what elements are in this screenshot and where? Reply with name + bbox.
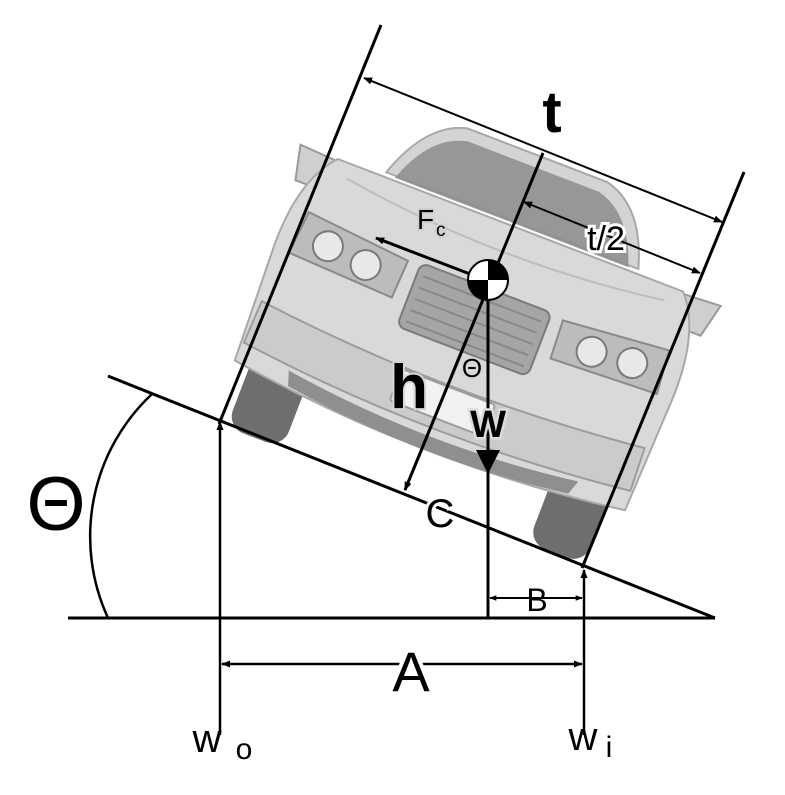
cg-height-arrow: [403, 334, 470, 491]
right-lamp-2: [616, 347, 649, 380]
cg-height-label: h: [390, 353, 428, 422]
track-width-dimension: [363, 77, 723, 223]
inner-wheel-sub: i: [606, 731, 613, 764]
outer-wheel-label: w o: [192, 717, 253, 766]
inner-wheel-label: w i: [568, 715, 613, 764]
weight-arrowhead: [476, 450, 500, 474]
centrifugal-force-sub: c: [436, 220, 446, 241]
outer-wheel-sub: o: [236, 733, 253, 766]
centrifugal-force-label: F c: [415, 202, 448, 243]
left-lamp-1: [311, 230, 344, 263]
bank-angle-label: Θ: [26, 462, 85, 547]
inner-tire-axis: [580, 171, 746, 569]
angle-at-cg-label: Θ: [462, 353, 482, 383]
center-of-gravity-symbol: [467, 259, 509, 301]
track-width-label: t: [542, 80, 561, 145]
bank-angle-arc: [88, 393, 153, 619]
left-lamp-2: [349, 249, 382, 282]
outer-tire-axis: [217, 24, 383, 425]
half-track-label: t/2: [587, 220, 625, 258]
inner-wheel-main: w: [568, 715, 598, 759]
span-a-label: A: [392, 640, 430, 703]
centrifugal-force-main: F: [417, 204, 434, 235]
centrifugal-force-arrow: [375, 236, 471, 276]
offset-b-label: B: [526, 582, 547, 618]
cg-ground-point-label: C: [426, 492, 455, 536]
half-track-dimension: [523, 201, 701, 274]
right-lamp-1: [575, 335, 608, 368]
lower-intake: [288, 370, 579, 494]
weight-label: W: [470, 404, 506, 446]
outer-wheel-main: w: [192, 717, 222, 761]
slope-line: [107, 374, 716, 620]
